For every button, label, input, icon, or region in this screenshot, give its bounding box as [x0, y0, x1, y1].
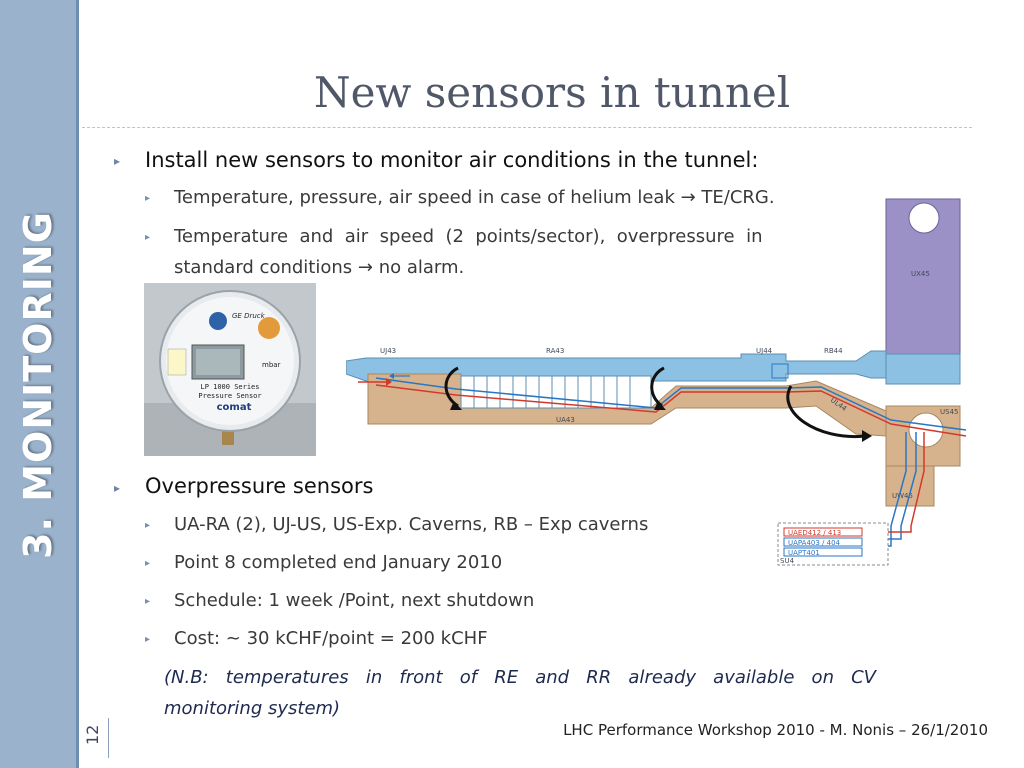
sensor-unit-label: mbar	[262, 361, 281, 369]
label-ua43: UA43	[556, 416, 575, 424]
page-number-divider	[108, 718, 109, 758]
su4-legend-box	[777, 522, 889, 566]
page-number: 12	[83, 724, 102, 745]
uw45-gallery	[885, 465, 935, 507]
sensor-brand: GE Druck	[232, 312, 266, 320]
bullet-arrow-icon: ▸	[114, 481, 121, 495]
shaft-circle	[908, 202, 940, 234]
label-uj44: UJ44	[756, 347, 773, 355]
footnote: (N.B: temperatures in front of RE and RR…	[164, 662, 876, 724]
sub-bullet-standard-line2: standard conditions → no alarm.	[174, 257, 465, 278]
label-rb44: RB44	[824, 347, 843, 355]
bullet-overpressure-sensors: Overpressure sensors	[145, 474, 374, 498]
sidebar-edge	[76, 0, 79, 768]
sub-bullet-arrow-icon: ▸	[145, 634, 151, 645]
label-ux45: UX45	[911, 270, 930, 278]
legend-item-2: UAPA403 / 404	[788, 539, 841, 547]
ra43-tunnel	[345, 350, 887, 382]
label-ra43: RA43	[546, 347, 564, 355]
sub-bullet-arrow-icon: ▸	[145, 232, 151, 243]
bullet-install-sensors: Install new sensors to monitor air condi…	[145, 148, 759, 172]
sub-bullet-arrow-icon: ▸	[145, 596, 151, 607]
sub-bullet-standard-line1: Temperature and air speed (2 points/sect…	[174, 226, 763, 247]
section-label: 3. MONITORING	[16, 211, 60, 559]
sub-bullet-helium-leak: Temperature, pressure, air speed in case…	[174, 187, 775, 208]
label-us45: US45	[940, 408, 958, 416]
tunnel-layout-diagram: UX45 US45 UW45 UJ43 RA43 UJ44 RB44 UA43 …	[345, 196, 976, 566]
sub-bullet-locations: UA-RA (2), UJ-US, US-Exp. Caverns, RB – …	[174, 514, 649, 535]
label-su4: SU4	[780, 557, 795, 565]
footer-text: LHC Performance Workshop 2010 - M. Nonis…	[563, 721, 988, 739]
label-uj43: UJ43	[380, 347, 396, 355]
sidebar-band	[0, 0, 76, 768]
sub-bullet-cost: Cost: ~ 30 kCHF/point = 200 kCHF	[174, 628, 488, 649]
sensor-vendor: comat	[217, 402, 252, 413]
title-divider	[82, 127, 972, 128]
cable-blue	[375, 377, 967, 431]
cable-red	[375, 384, 967, 437]
sub-bullet-schedule: Schedule: 1 week /Point, next shutdown	[174, 590, 535, 611]
sensor-model-line1: LP 1000 Series	[200, 383, 259, 391]
sensor-model-line2: Pressure Sensor	[198, 392, 261, 400]
sub-bullet-point8: Point 8 completed end January 2010	[174, 552, 503, 573]
pressure-sensor-photo: GE Druck mbar LP 1000 Series Pressure Se…	[144, 283, 316, 456]
label-uw45: UW45	[892, 492, 913, 500]
footnote-line1: (N.B: temperatures in front of RE and RR…	[164, 667, 876, 688]
sub-bullet-arrow-icon: ▸	[145, 558, 151, 569]
footnote-line2: monitoring system)	[164, 698, 341, 719]
legend-item-1: UAED412 / 413	[788, 529, 841, 537]
sub-bullet-arrow-icon: ▸	[145, 193, 151, 204]
legend-item-3: UAPT401	[788, 549, 820, 557]
slide-title: New sensors in tunnel	[313, 68, 791, 117]
bullet-arrow-icon: ▸	[114, 154, 121, 168]
sub-bullet-arrow-icon: ▸	[145, 520, 151, 531]
